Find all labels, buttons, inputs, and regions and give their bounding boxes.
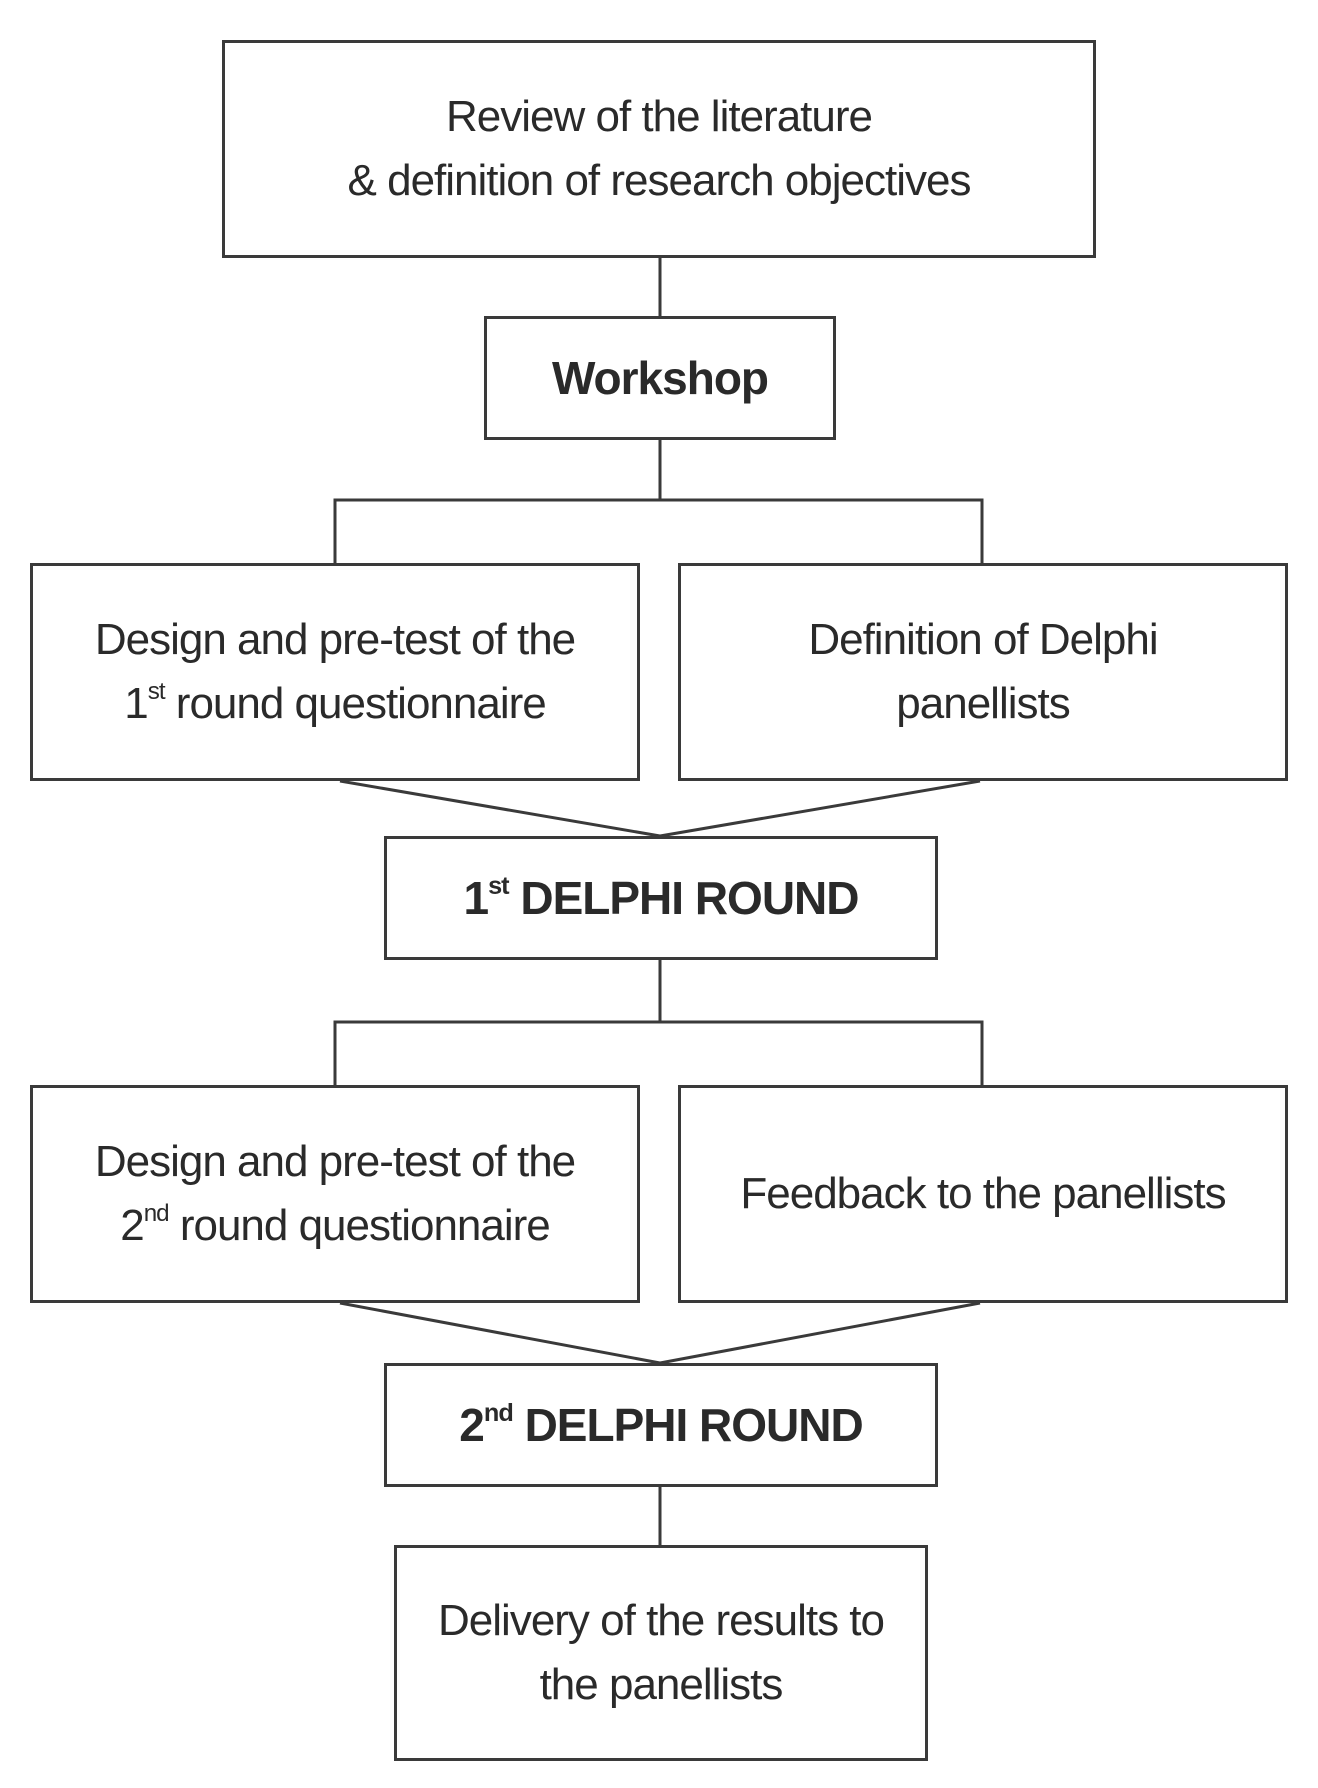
round1-sup: st: [488, 871, 509, 900]
connector-feedback-round2: [659, 1301, 981, 1365]
connector-design2-round2: [339, 1301, 661, 1365]
feedback-panellists-box: Feedback to the panellists: [678, 1085, 1288, 1303]
design-first-questionnaire-box: Design and pre-test of the 1st round que…: [30, 563, 640, 781]
round2-sup: nd: [483, 1398, 514, 1427]
round1-label: 1st DELPHI ROUND: [463, 866, 860, 930]
round2-num: 2: [459, 1399, 485, 1451]
panellists-line-1: Definition of Delphi: [808, 615, 1158, 664]
delivery-line-1: Delivery of the results to: [438, 1596, 885, 1645]
design2-sup: nd: [143, 1199, 170, 1227]
connector-panellists-round1: [659, 779, 981, 838]
design-second-questionnaire-box: Design and pre-test of the 2nd round que…: [30, 1085, 640, 1303]
first-delphi-round-box: 1st DELPHI ROUND: [384, 836, 938, 960]
review-line-2: & definition of research objectives: [347, 156, 972, 205]
definition-panellists-box: Definition of Delphi panellists: [678, 563, 1288, 781]
workshop-box: Workshop: [484, 316, 836, 440]
delivery-line-2: the panellists: [539, 1660, 784, 1709]
design1-line-2: 1st round questionnaire: [124, 672, 547, 736]
round2-label: 2nd DELPHI ROUND: [459, 1393, 864, 1457]
design1-num: 1: [124, 679, 149, 728]
connector-design1-round1: [339, 779, 661, 838]
design1-sup: st: [147, 677, 166, 705]
design2-rest: round questionnaire: [168, 1201, 551, 1250]
round2-rest: DELPHI ROUND: [512, 1399, 864, 1451]
panellists-line-2: panellists: [896, 679, 1070, 728]
round1-num: 1: [463, 872, 490, 924]
design1-line-1: Design and pre-test of the: [94, 615, 576, 664]
connector-round1-split: [333, 1020, 984, 1085]
second-delphi-round-box: 2nd DELPHI ROUND: [384, 1363, 938, 1487]
connector-workshop-split: [333, 498, 984, 563]
design1-rest: round questionnaire: [164, 679, 547, 728]
review-line-1: Review of the literature: [446, 92, 873, 141]
design2-line-1: Design and pre-test of the: [94, 1137, 576, 1186]
design2-num: 2: [120, 1201, 145, 1250]
delivery-results-box: Delivery of the results to the panellist…: [394, 1545, 928, 1761]
review-literature-box: Review of the literature & definition of…: [222, 40, 1096, 258]
round1-rest: DELPHI ROUND: [508, 872, 859, 924]
design2-line-2: 2nd round questionnaire: [120, 1194, 551, 1258]
feedback-label: Feedback to the panellists: [740, 1169, 1226, 1218]
workshop-label: Workshop: [551, 352, 769, 404]
